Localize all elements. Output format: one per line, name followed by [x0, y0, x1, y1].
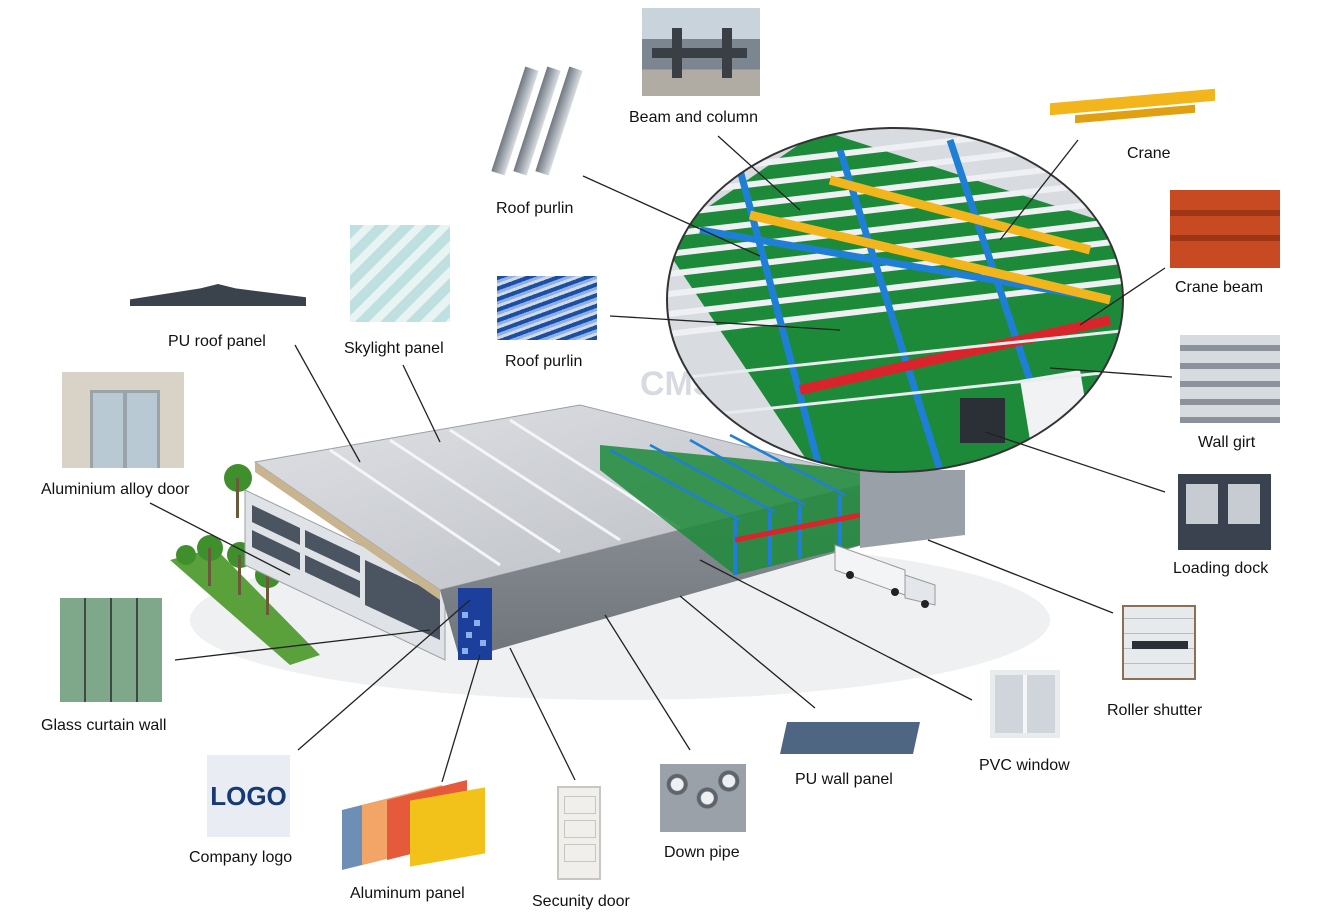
pu-roof-panel-photo — [130, 280, 308, 312]
zoom-detail-circle — [667, 128, 1123, 472]
roof-purlin-photo-mid — [497, 276, 597, 340]
truck — [834, 544, 936, 608]
leader-lines — [149, 135, 1173, 783]
label-beam-and-column: Beam and column — [629, 109, 758, 126]
gable-end — [255, 462, 440, 600]
label-pu-roof-panel: PU roof panel — [168, 333, 266, 350]
label-company-logo: Company logo — [189, 849, 293, 866]
label-aluminum-panel: Aluminum panel — [350, 885, 465, 902]
label-pu-wall-panel: PU wall panel — [795, 771, 893, 788]
pvc-window-photo — [990, 670, 1060, 738]
frame-section — [600, 445, 860, 575]
label-roof-purlin-top: Roof purlin — [496, 200, 574, 217]
label-skylight-panel: Skylight panel — [344, 340, 444, 357]
label-crane: Crane — [1127, 145, 1171, 162]
aluminum-panel-photo — [342, 780, 487, 870]
label-security-door: Secunity door — [532, 893, 630, 910]
logo-facade-pixels — [462, 612, 486, 654]
label-down-pipe: Down pipe — [664, 844, 740, 861]
crane-beam-photo — [1170, 190, 1280, 268]
end-annex — [860, 470, 965, 548]
roof-purlin-photo-top — [488, 66, 598, 186]
pu-wall-panel-photo — [780, 722, 920, 754]
crane-photo — [1050, 88, 1215, 130]
label-glass-curtain-wall: Glass curtain wall — [41, 717, 167, 734]
office-windows — [252, 505, 440, 640]
label-roof-purlin-mid: Roof purlin — [505, 353, 583, 370]
down-pipe-photo — [660, 764, 746, 832]
aluminium-alloy-door-photo — [62, 372, 184, 468]
security-door-photo — [557, 786, 601, 880]
roller-shutter-photo — [1122, 605, 1196, 680]
frame-crane-beam — [734, 512, 861, 543]
label-roller-shutter: Roller shutter — [1107, 702, 1203, 719]
skylight-panel-photo — [350, 225, 450, 322]
logo-mark: LOGO — [210, 780, 287, 811]
glass-curtain-wall-photo — [60, 598, 162, 702]
label-crane-beam: Crane beam — [1175, 279, 1264, 296]
palm-trees — [176, 464, 281, 615]
label-pvc-window: PVC window — [979, 757, 1070, 774]
zoom-circle-outline — [666, 127, 1124, 473]
loading-dock-photo — [1178, 474, 1271, 550]
company-logo-photo: LOGO — [207, 755, 290, 837]
beam-and-column-photo — [642, 8, 760, 96]
label-aluminium-alloy-door: Aluminium alloy door — [41, 481, 190, 498]
frame-rafters — [609, 433, 846, 522]
label-wall-girt: Wall girt — [1198, 434, 1256, 451]
wall-girt-photo — [1180, 335, 1280, 423]
lawn-strip — [170, 548, 320, 665]
label-loading-dock: Loading dock — [1173, 560, 1269, 577]
